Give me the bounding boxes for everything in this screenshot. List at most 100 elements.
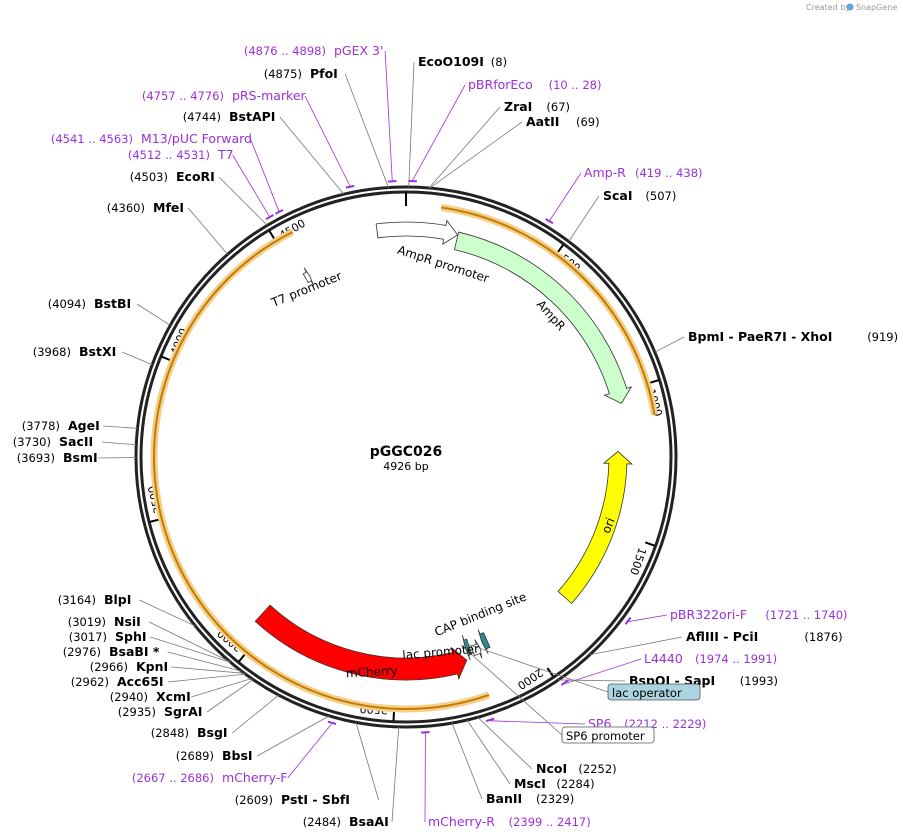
primer-mcherry-r[interactable]: mCherry-R(2399 .. 2417) bbox=[428, 814, 591, 829]
feature-ori[interactable] bbox=[557, 450, 633, 604]
primer-position: (4541 .. 4563) bbox=[51, 132, 133, 146]
site-leader bbox=[206, 679, 254, 713]
boxed-label-text: lac operator bbox=[612, 686, 682, 700]
site-position: (4094) bbox=[48, 297, 86, 311]
site-acc65i[interactable]: Acc65I(2962) bbox=[71, 674, 164, 689]
boxed-label-sp6-promoter[interactable]: SP6 promoter bbox=[561, 726, 655, 744]
site-pfoi[interactable]: PfoI(4875) bbox=[264, 66, 338, 81]
tick-mark bbox=[238, 653, 247, 663]
primer-mcherry-f[interactable]: mCherry-F(2667 .. 2686) bbox=[132, 770, 288, 785]
site-name: BpmI - PaeR7I - XhoI bbox=[688, 329, 832, 344]
primer-mark bbox=[624, 616, 632, 625]
site-bpmi[interactable]: BpmI - PaeR7I - XhoI (919) bbox=[688, 329, 898, 344]
site-xcmi[interactable]: XcmI(2940) bbox=[110, 689, 191, 704]
site-position: (1993) bbox=[740, 674, 778, 688]
site-position: (2484) bbox=[303, 815, 341, 829]
site-bsabi[interactable]: BsaBI *(2976) bbox=[63, 644, 160, 659]
site-bsgi[interactable]: BsgI(2848) bbox=[151, 725, 228, 740]
site-position: (3693) bbox=[17, 451, 55, 465]
feature-label: lac promoter bbox=[402, 642, 480, 663]
primer-position: (1721 .. 1740) bbox=[765, 608, 847, 622]
site-afliii[interactable]: AflIII - PciI(1876) bbox=[686, 629, 843, 644]
site-leader bbox=[355, 722, 379, 801]
primer-leader bbox=[250, 138, 280, 212]
site-position: (919) bbox=[867, 330, 898, 344]
site-bsaai[interactable]: BsaAI(2484) bbox=[303, 814, 389, 829]
primer-pbr322ori-f[interactable]: pBR322ori-F(1721 .. 1740) bbox=[670, 607, 848, 622]
site-kpni[interactable]: KpnI(2966) bbox=[90, 659, 168, 674]
feature-ampr-promoter[interactable] bbox=[375, 219, 459, 245]
primer-pgex-3-[interactable]: pGEX 3'(4876 .. 4898) bbox=[244, 43, 384, 58]
primer-leader bbox=[232, 154, 270, 217]
site-bsmi[interactable]: BsmI(3693) bbox=[17, 450, 98, 465]
site-psti[interactable]: PstI - SbfI(2609) bbox=[235, 792, 350, 807]
tick-mark bbox=[556, 244, 564, 254]
site-leader bbox=[408, 61, 415, 188]
site-position: (2940) bbox=[110, 690, 148, 704]
site-position: (2329) bbox=[536, 792, 574, 806]
primer-prs-marker[interactable]: pRS-marker(4757 .. 4776) bbox=[142, 88, 307, 103]
primer-leader bbox=[304, 95, 351, 186]
primer-leader bbox=[287, 723, 332, 779]
site-name: EcoRI bbox=[176, 169, 215, 184]
site-bstxi[interactable]: BstXI(3968) bbox=[33, 344, 116, 359]
feature-mcherry[interactable] bbox=[254, 604, 468, 681]
primer-name: T7 bbox=[217, 147, 234, 162]
site-sacii[interactable]: SacII(3730) bbox=[13, 434, 93, 449]
site-mfei[interactable]: MfeI(4360) bbox=[107, 200, 184, 215]
primer-leader bbox=[384, 50, 393, 181]
boxed-label-lac-operator[interactable]: lac operator bbox=[607, 683, 701, 701]
site-leader bbox=[391, 726, 400, 823]
site-position: (3968) bbox=[33, 345, 71, 359]
primer-mark bbox=[327, 720, 337, 725]
site-leader bbox=[429, 121, 523, 189]
site-sgrai[interactable]: SgrAI(2935) bbox=[118, 704, 203, 719]
primer-leader bbox=[490, 720, 586, 725]
site-zrai[interactable]: ZraI(67) bbox=[504, 99, 570, 114]
primer-t7[interactable]: T7(4512 .. 4531) bbox=[128, 147, 234, 162]
plasmid-size: 4926 bp bbox=[383, 460, 428, 473]
feature-ampr[interactable] bbox=[453, 231, 633, 404]
site-leader bbox=[121, 351, 153, 366]
site-ecoo109i[interactable]: EcoO109I(8) bbox=[418, 54, 507, 69]
primer-mark bbox=[560, 679, 569, 686]
site-bstapi[interactable]: BstAPI(4744) bbox=[183, 109, 276, 124]
site-name: Acc65I bbox=[117, 674, 164, 689]
site-leader bbox=[466, 719, 511, 785]
site-position: (8) bbox=[491, 55, 507, 69]
site-msci[interactable]: MscI(2284) bbox=[514, 776, 595, 791]
site-leader bbox=[257, 715, 330, 757]
site-bbsi[interactable]: BbsI(2689) bbox=[176, 748, 253, 763]
site-banii[interactable]: BanII(2329) bbox=[486, 791, 574, 806]
credit-brand: SnapGene bbox=[856, 3, 897, 12]
site-leader bbox=[136, 303, 171, 326]
primer-pbrforeco[interactable]: pBRforEco(10 .. 28) bbox=[468, 77, 601, 92]
site-position: (69) bbox=[576, 115, 600, 129]
site-leader bbox=[218, 176, 268, 226]
feature-lac-promoter[interactable] bbox=[470, 639, 483, 659]
tick-mark bbox=[161, 355, 172, 362]
site-position: (2848) bbox=[151, 726, 189, 740]
site-agei[interactable]: AgeI(3778) bbox=[22, 418, 100, 433]
primer-m13-puc-forward[interactable]: M13/pUC Forward(4541 .. 4563) bbox=[51, 131, 252, 146]
site-name: BsaBI * bbox=[109, 644, 160, 659]
tick-label: 2000 bbox=[515, 666, 545, 692]
site-aatii[interactable]: AatII (69) bbox=[526, 114, 600, 129]
site-name: AatII bbox=[526, 114, 559, 129]
primer-mark bbox=[265, 214, 274, 220]
site-ecori[interactable]: EcoRI(4503) bbox=[130, 169, 215, 184]
primer-l4440[interactable]: L4440(1974 .. 1991) bbox=[644, 651, 777, 666]
site-sphi[interactable]: SphI(3017) bbox=[69, 629, 147, 644]
site-blpi[interactable]: BlpI(3164) bbox=[58, 592, 132, 607]
primer-amp-r[interactable]: Amp-R(419 .. 438) bbox=[584, 165, 703, 180]
site-position: (4875) bbox=[264, 67, 302, 81]
site-position: (67) bbox=[546, 100, 570, 114]
site-nsii[interactable]: NsiI(3019) bbox=[68, 614, 141, 629]
site-name: BstAPI bbox=[229, 109, 275, 124]
site-bstbi[interactable]: BstBI(4094) bbox=[48, 296, 131, 311]
features bbox=[254, 219, 633, 681]
feature-cap-binding-site[interactable] bbox=[477, 629, 491, 654]
site-ncoi[interactable]: NcoI(2252) bbox=[536, 761, 617, 776]
site-scai[interactable]: ScaI(507) bbox=[603, 188, 676, 203]
feature-t7-promoter[interactable] bbox=[302, 267, 314, 286]
